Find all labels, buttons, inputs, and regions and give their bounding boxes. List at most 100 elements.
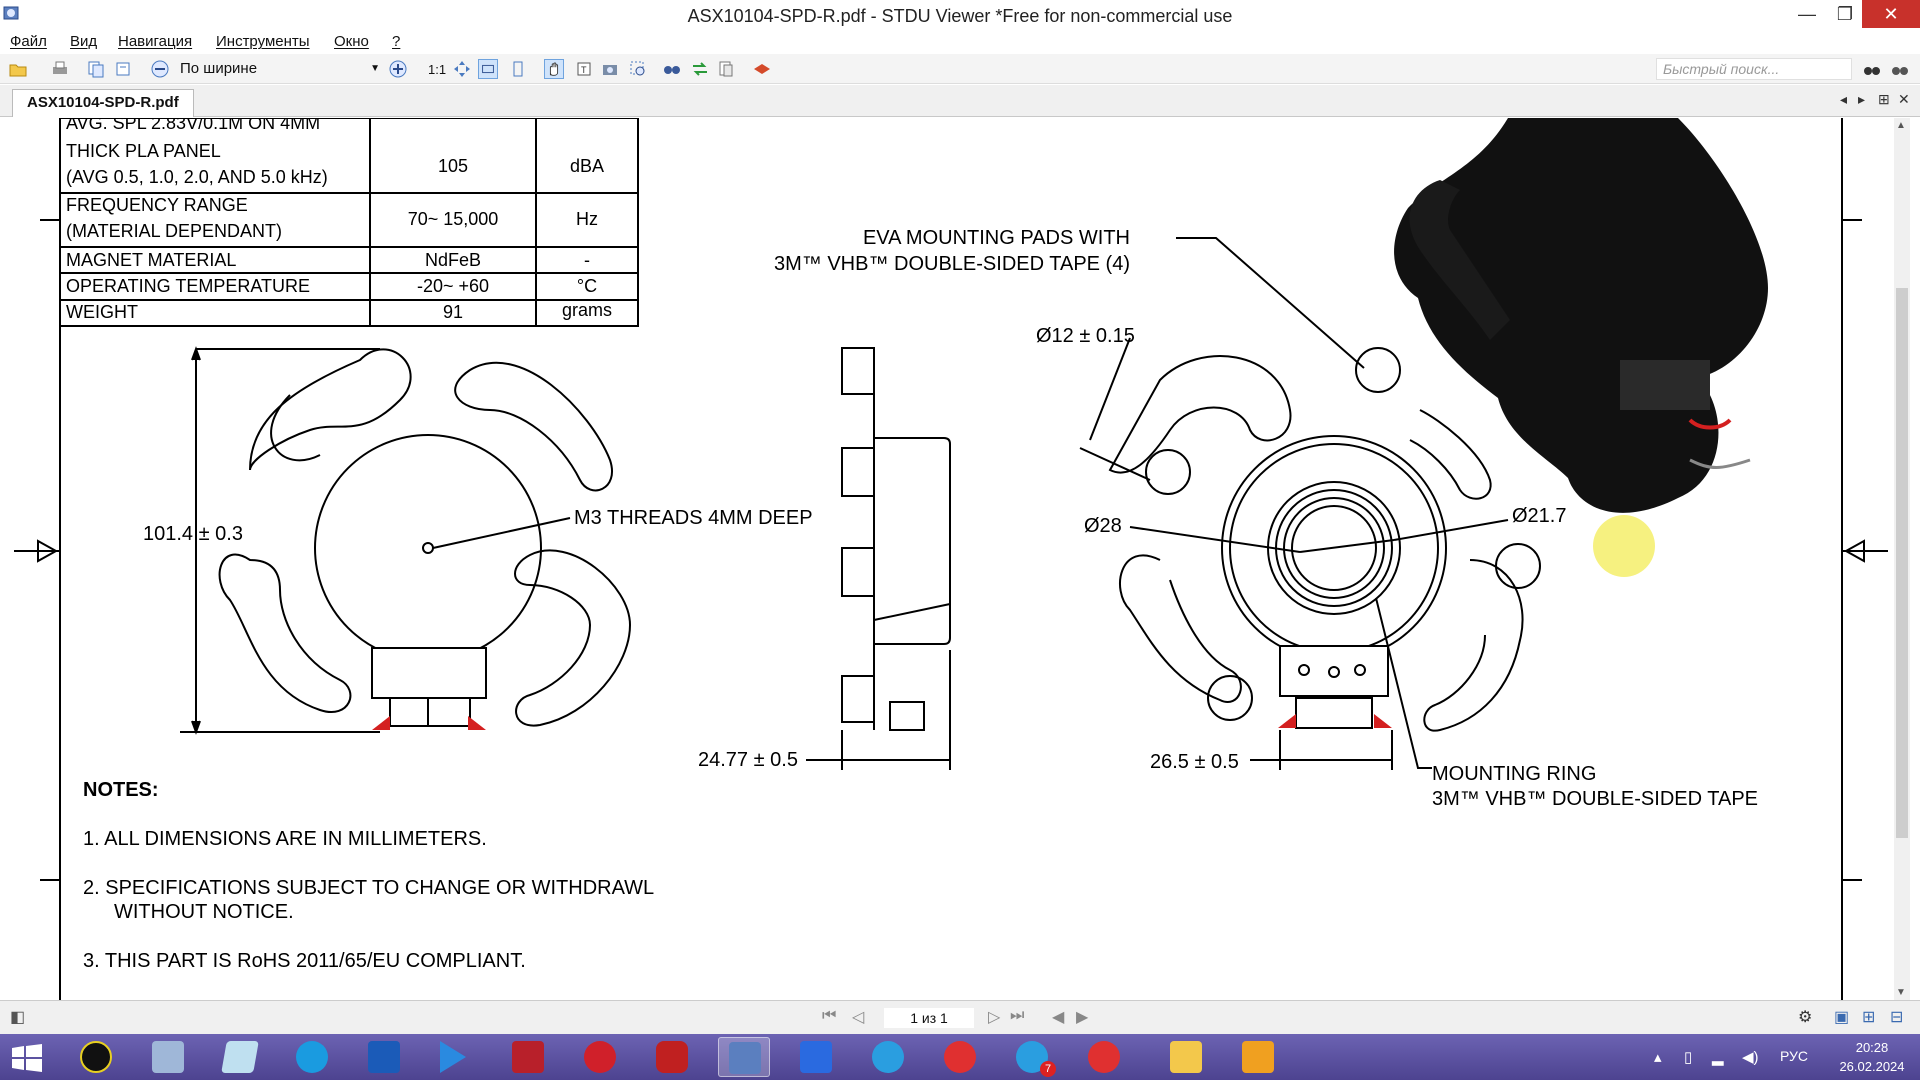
zoom-mode-select[interactable]: По ширине ▼ bbox=[174, 58, 384, 80]
taskbar-app-notepad[interactable] bbox=[214, 1037, 266, 1077]
network-signal-icon[interactable]: ▂ bbox=[1712, 1049, 1724, 1066]
battery-icon[interactable]: ▯ bbox=[1684, 1049, 1693, 1066]
next-page-icon[interactable]: ▷ bbox=[988, 1009, 1001, 1026]
taskbar-app-telegram[interactable] bbox=[862, 1037, 914, 1077]
pages-icon[interactable] bbox=[114, 59, 134, 79]
volume-icon[interactable]: ◀) bbox=[1742, 1049, 1759, 1066]
menu-view[interactable]: Вид bbox=[70, 33, 98, 50]
taskbar-app-ap2[interactable] bbox=[358, 1037, 410, 1077]
tab-scroll-left-icon[interactable]: ◂ bbox=[1840, 91, 1848, 107]
binoculars-icon[interactable] bbox=[1862, 59, 1882, 79]
back-icon[interactable]: ◀ bbox=[1052, 1009, 1065, 1026]
hand-tool-icon[interactable] bbox=[544, 59, 564, 79]
tab-close-icon[interactable]: ✕ bbox=[1898, 91, 1910, 107]
maximize-button[interactable]: ❐ bbox=[1836, 4, 1854, 24]
quick-search-input[interactable]: Быстрый поиск... bbox=[1656, 58, 1852, 80]
search-options-icon[interactable] bbox=[1890, 59, 1910, 79]
taskbar-app-stdu-viewer[interactable] bbox=[718, 1037, 770, 1077]
tab-document[interactable]: ASX10104-SPD-R.pdf bbox=[12, 89, 194, 117]
snapshot-icon[interactable] bbox=[600, 59, 620, 79]
page-indicator-input[interactable]: 1 из 1 bbox=[884, 1008, 974, 1028]
previous-page-icon[interactable]: ◁ bbox=[852, 1009, 865, 1026]
label-side-depth: 24.77 ± 0.5 bbox=[698, 749, 798, 771]
scroll-down-icon[interactable]: ▼ bbox=[1896, 987, 1906, 998]
vertical-scrollbar[interactable]: ▲ ▼ bbox=[1894, 118, 1910, 1000]
print-icon[interactable] bbox=[50, 59, 70, 79]
document-properties-icon[interactable] bbox=[716, 59, 736, 79]
single-page-view-icon[interactable]: ▣ bbox=[1834, 1009, 1850, 1026]
last-page-icon[interactable]: ⏭ bbox=[1010, 1007, 1025, 1024]
note-item: WITHOUT NOTICE. bbox=[114, 901, 294, 923]
note-item: 2. SPECIFICATIONS SUBJECT TO CHANGE OR W… bbox=[83, 877, 654, 899]
label-dia-21: Ø21.7 bbox=[1512, 505, 1566, 527]
bookmark-red-icon[interactable] bbox=[752, 59, 772, 79]
facing-view-icon[interactable]: ⊟ bbox=[1890, 1009, 1904, 1026]
tray-overflow-icon[interactable]: ▴ bbox=[1654, 1049, 1662, 1066]
table-param: WEIGHT bbox=[66, 302, 138, 322]
table-unit: grams bbox=[562, 300, 612, 320]
rear-view-drawing bbox=[1079, 237, 1541, 770]
taskbar-app-player[interactable] bbox=[430, 1037, 482, 1077]
taskbar-app-puzzle[interactable] bbox=[646, 1037, 698, 1077]
close-button[interactable]: ✕ bbox=[1862, 0, 1920, 28]
table-param: FREQUENCY RANGE bbox=[66, 195, 248, 215]
zoom-in-icon[interactable] bbox=[388, 59, 408, 79]
first-page-icon[interactable]: ⏮ bbox=[822, 1007, 837, 1024]
window-title: ASX10104-SPD-R.pdf - STDU Viewer *Free f… bbox=[687, 6, 1233, 26]
menu-file[interactable]: Файл bbox=[10, 33, 47, 50]
table-unit: - bbox=[584, 250, 590, 270]
taskbar-app-vivaldi[interactable] bbox=[934, 1037, 986, 1077]
taskbar-app-skype[interactable] bbox=[286, 1037, 338, 1077]
taskbar-app-pdf-editor[interactable] bbox=[502, 1037, 554, 1077]
label-eva-pads-1: EVA MOUNTING PADS WITH bbox=[863, 227, 1130, 249]
taskbar-app-cursor[interactable] bbox=[70, 1037, 122, 1077]
table-value: 91 bbox=[443, 302, 463, 322]
pdf-page: AVG. SPL 2.83V/0.1M ON 4MM THICK PLA PAN… bbox=[14, 118, 1888, 1000]
menu-tools[interactable]: Инструменты bbox=[216, 33, 310, 50]
taskbar-app-media[interactable] bbox=[1232, 1037, 1284, 1077]
notes-heading: NOTES: bbox=[83, 779, 159, 801]
taskbar-app-file-explorer[interactable] bbox=[1160, 1037, 1212, 1077]
svg-text:T: T bbox=[581, 65, 587, 75]
menu-help[interactable]: ? bbox=[392, 33, 401, 50]
table-unit: dBA bbox=[570, 156, 604, 176]
menu-window[interactable]: Окно bbox=[334, 33, 369, 50]
clock[interactable]: 20:28 26.02.2024 bbox=[1824, 1038, 1920, 1076]
table-value: NdFeB bbox=[425, 250, 481, 270]
open-folder-icon[interactable] bbox=[8, 59, 28, 79]
zoom-area-icon[interactable] bbox=[628, 59, 648, 79]
taskbar-app-vivaldi-2[interactable] bbox=[1078, 1037, 1130, 1077]
settings-gear-icon[interactable]: ⚙ bbox=[1798, 1009, 1813, 1026]
tab-scroll-right-icon[interactable]: ▸ bbox=[1858, 91, 1866, 107]
table-value: -20~ +60 bbox=[417, 276, 489, 296]
menu-navigation[interactable]: Навигация bbox=[118, 33, 193, 50]
chevron-down-icon: ▼ bbox=[370, 63, 380, 74]
scroll-up-icon[interactable]: ▲ bbox=[1896, 120, 1906, 131]
find-icon[interactable] bbox=[662, 59, 682, 79]
fit-height-icon[interactable] bbox=[508, 59, 528, 79]
fit-page-icon[interactable] bbox=[452, 59, 472, 79]
stdu-viewer-icon[interactable] bbox=[2, 4, 22, 24]
tab-list-icon[interactable]: ⊞ bbox=[1878, 91, 1890, 107]
swap-arrows-icon[interactable] bbox=[690, 59, 710, 79]
continuous-view-icon[interactable]: ⊞ bbox=[1862, 1009, 1876, 1026]
scrollbar-thumb[interactable] bbox=[1896, 288, 1908, 838]
status-bar: ◧ ⏮ ◁ 1 из 1 ▷ ⏭ ◀ ▶ ⚙ ▣ ⊞ ⊟ bbox=[0, 1000, 1920, 1034]
fit-width-icon[interactable] bbox=[478, 59, 498, 79]
forward-icon[interactable]: ▶ bbox=[1076, 1009, 1089, 1026]
taskbar-app-telegram-2[interactable]: 7 bbox=[1006, 1037, 1058, 1077]
minimize-button[interactable]: — bbox=[1798, 4, 1816, 24]
table-value: 105 bbox=[438, 156, 468, 176]
language-indicator[interactable]: РУС bbox=[1780, 1048, 1809, 1064]
speaker-3d-render bbox=[1394, 118, 1768, 513]
actual-size-button[interactable]: 1:1 bbox=[428, 62, 447, 77]
taskbar-app-calculator[interactable] bbox=[142, 1037, 194, 1077]
copy-page-icon[interactable] bbox=[86, 59, 106, 79]
sidebar-toggle-icon[interactable]: ◧ bbox=[10, 1009, 26, 1026]
taskbar-app-wps[interactable] bbox=[790, 1037, 842, 1077]
note-item: 1. ALL DIMENSIONS ARE IN MILLIMETERS. bbox=[83, 828, 487, 850]
windows-start-icon[interactable] bbox=[12, 1044, 42, 1072]
zoom-out-icon[interactable] bbox=[150, 59, 170, 79]
select-text-icon[interactable]: T bbox=[574, 59, 594, 79]
taskbar-app-screen-recorder[interactable] bbox=[574, 1037, 626, 1077]
